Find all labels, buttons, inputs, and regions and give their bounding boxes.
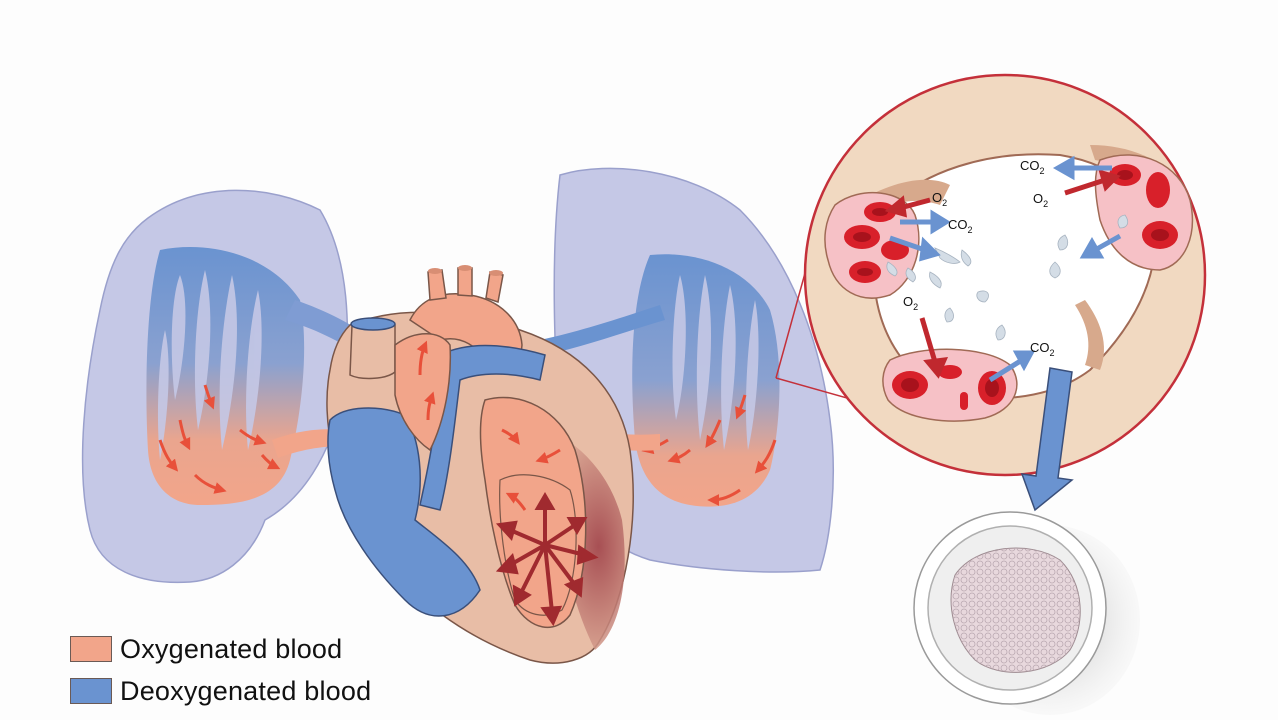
exhale-arrow bbox=[1020, 367, 1074, 512]
co2-label-top: CO2 bbox=[1020, 158, 1045, 176]
gas-exchange-arrows bbox=[884, 155, 1122, 383]
left-lung bbox=[81, 189, 349, 584]
oxygenated-swatch bbox=[70, 636, 112, 662]
contraction-arrows bbox=[495, 492, 599, 627]
legend-label-deoxygenated: Deoxygenated blood bbox=[120, 675, 372, 706]
legend-item-oxygenated: Oxygenated blood bbox=[70, 628, 371, 670]
legend-label-oxygenated: Oxygenated blood bbox=[120, 633, 343, 664]
alveolus-zoom-circle: CO2 O2 O2 CO2 O2 CO2 bbox=[803, 73, 1207, 477]
capillary-bottom bbox=[882, 348, 1018, 422]
capillary-right bbox=[1094, 154, 1194, 271]
legend-item-deoxygenated: Deoxygenated blood bbox=[70, 670, 371, 712]
gas-labels: CO2 O2 O2 CO2 O2 CO2 bbox=[903, 158, 1055, 358]
deoxygenated-swatch bbox=[70, 678, 112, 704]
co2-label-bottom: CO2 bbox=[1030, 340, 1055, 358]
o2-label-left: O2 bbox=[932, 190, 947, 208]
o2-label-right: O2 bbox=[1033, 191, 1048, 209]
o2-label-bottom: O2 bbox=[903, 294, 918, 312]
legend: Oxygenated blood Deoxygenated blood bbox=[70, 628, 371, 712]
heart bbox=[326, 265, 634, 664]
sputum-dish bbox=[913, 511, 1140, 715]
fluid-droplets bbox=[886, 214, 1129, 341]
co2-label-left: CO2 bbox=[948, 217, 973, 235]
